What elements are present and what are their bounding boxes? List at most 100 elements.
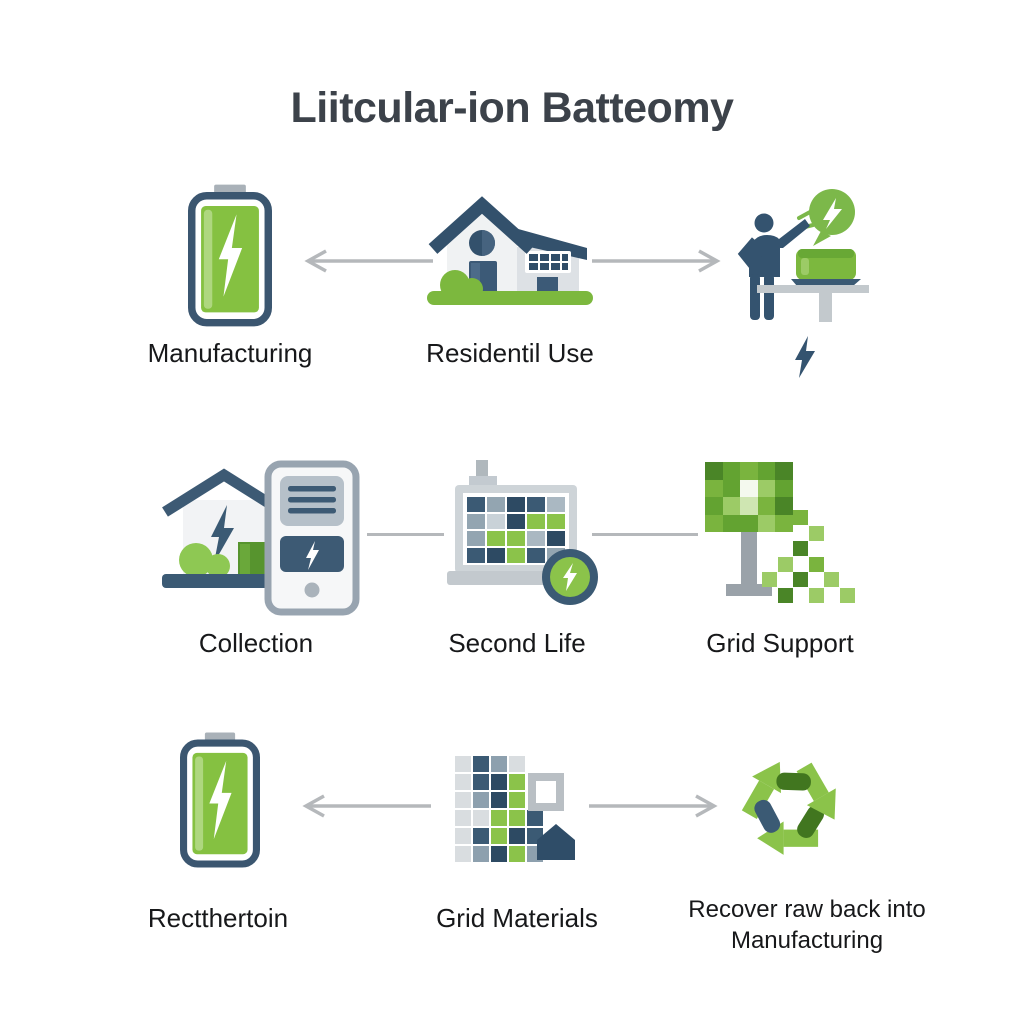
grid-cell: [487, 514, 505, 529]
grid-cell: [491, 774, 507, 790]
house-icon: [427, 196, 593, 305]
label-recertification: Rectthertoin: [147, 903, 289, 933]
grid-cell: [455, 792, 471, 808]
frame-block-inner: [536, 781, 556, 803]
person-presenting-battery-icon: [737, 189, 869, 322]
grid-cell: [757, 497, 775, 515]
cascade-pixel: [808, 556, 824, 572]
grid-cell: [473, 774, 489, 790]
grid-cell: [527, 548, 545, 563]
connector-line: [367, 533, 444, 536]
grid-cell: [757, 479, 775, 497]
grid-cell: [455, 810, 471, 826]
page-title: Liitcular-ion Batteomy: [290, 84, 734, 132]
panel-leg: [741, 532, 757, 586]
grid-cell: [509, 792, 525, 808]
grid-cell: [509, 846, 525, 862]
battery-terminal-base: [469, 476, 497, 487]
grid-cell: [509, 756, 525, 772]
grid-materials-icon: [455, 756, 580, 868]
cascade-pixel: [777, 587, 793, 603]
grid-cell: [547, 514, 565, 529]
label-recover: Recover raw back into Manufacturing: [688, 896, 926, 954]
grid-cell: [491, 828, 507, 844]
label-residential-use: Residentil Use: [426, 338, 594, 368]
grid-cell: [507, 548, 525, 563]
grid-cell: [722, 462, 740, 480]
grid-cell: [740, 479, 758, 497]
grid-cell: [757, 514, 775, 532]
cascade-pixel: [793, 572, 808, 587]
grid-cell: [455, 774, 471, 790]
cascade-pixel: [808, 525, 824, 541]
grid-cell: [740, 462, 758, 480]
arrow-right-icon: [589, 794, 718, 818]
grid-cell: [487, 497, 505, 512]
grid-cell: [509, 774, 525, 790]
panel-base: [726, 584, 772, 596]
second-life-icon: [445, 458, 613, 630]
recycle-icon: [741, 761, 836, 855]
grid-cell: [527, 497, 545, 512]
grid-cell: [507, 514, 525, 529]
grid-cell: [491, 792, 507, 808]
cascade-pixel: [808, 587, 824, 603]
second-life-grid: [467, 497, 565, 563]
bolt-label-icon: [795, 336, 815, 378]
grid-cell: [740, 497, 758, 515]
grid-cell: [705, 462, 723, 480]
grid-cell: [775, 479, 793, 497]
grid-cell: [455, 756, 471, 772]
arrow-left-icon: [304, 249, 433, 273]
battery-icon: [188, 184, 272, 327]
materials-grid: [455, 756, 543, 862]
battery-terminal: [476, 460, 488, 478]
grid-cell: [507, 497, 525, 512]
grid-cell: [467, 548, 485, 563]
grid-cell: [509, 828, 525, 844]
grid-cell: [509, 810, 525, 826]
grid-cell: [547, 531, 565, 546]
grid-cell: [491, 810, 507, 826]
grid-cell: [507, 531, 525, 546]
grid-cell: [705, 479, 723, 497]
grid-cell: [705, 497, 723, 515]
grid-cell: [775, 497, 793, 515]
grid-cell: [757, 462, 775, 480]
grid-cell: [491, 756, 507, 772]
grid-cell: [527, 810, 543, 826]
grid-cell: [455, 846, 471, 862]
cascade-pixel: [762, 572, 777, 587]
grid-cell: [467, 497, 485, 512]
grid-cell: [547, 497, 565, 512]
label-second-life: Second Life: [448, 628, 586, 658]
grid-cell: [487, 548, 505, 563]
grid-cell: [527, 514, 545, 529]
cascade-pixel: [839, 587, 855, 603]
label-grid-support: Grid Support: [706, 628, 854, 658]
grid-cell: [467, 531, 485, 546]
cascade-pixel: [793, 510, 808, 525]
grid-cell: [491, 846, 507, 862]
grid-cell: [722, 514, 740, 532]
grid-cell: [487, 531, 505, 546]
label-collection: Collection: [198, 628, 314, 658]
cascade-pixel: [824, 572, 839, 587]
grid-cell: [722, 479, 740, 497]
cascade-pixel: [777, 556, 793, 572]
small-house-icon: [537, 824, 575, 860]
grid-cell: [705, 514, 723, 532]
collection-icon: [162, 460, 360, 616]
grid-cell: [467, 514, 485, 529]
connector-line: [592, 533, 698, 536]
energy-badge-icon: [542, 549, 598, 605]
label-manufacturing: Manufacturing: [147, 338, 313, 368]
arrow-right-icon: [592, 249, 721, 273]
grid-support-icon: [700, 462, 870, 620]
support-panel-grid: [705, 462, 793, 532]
label-grid-materials: Grid Materials: [436, 903, 598, 933]
arrow-left-icon: [302, 794, 431, 818]
grid-cell: [473, 792, 489, 808]
grid-cell: [455, 828, 471, 844]
